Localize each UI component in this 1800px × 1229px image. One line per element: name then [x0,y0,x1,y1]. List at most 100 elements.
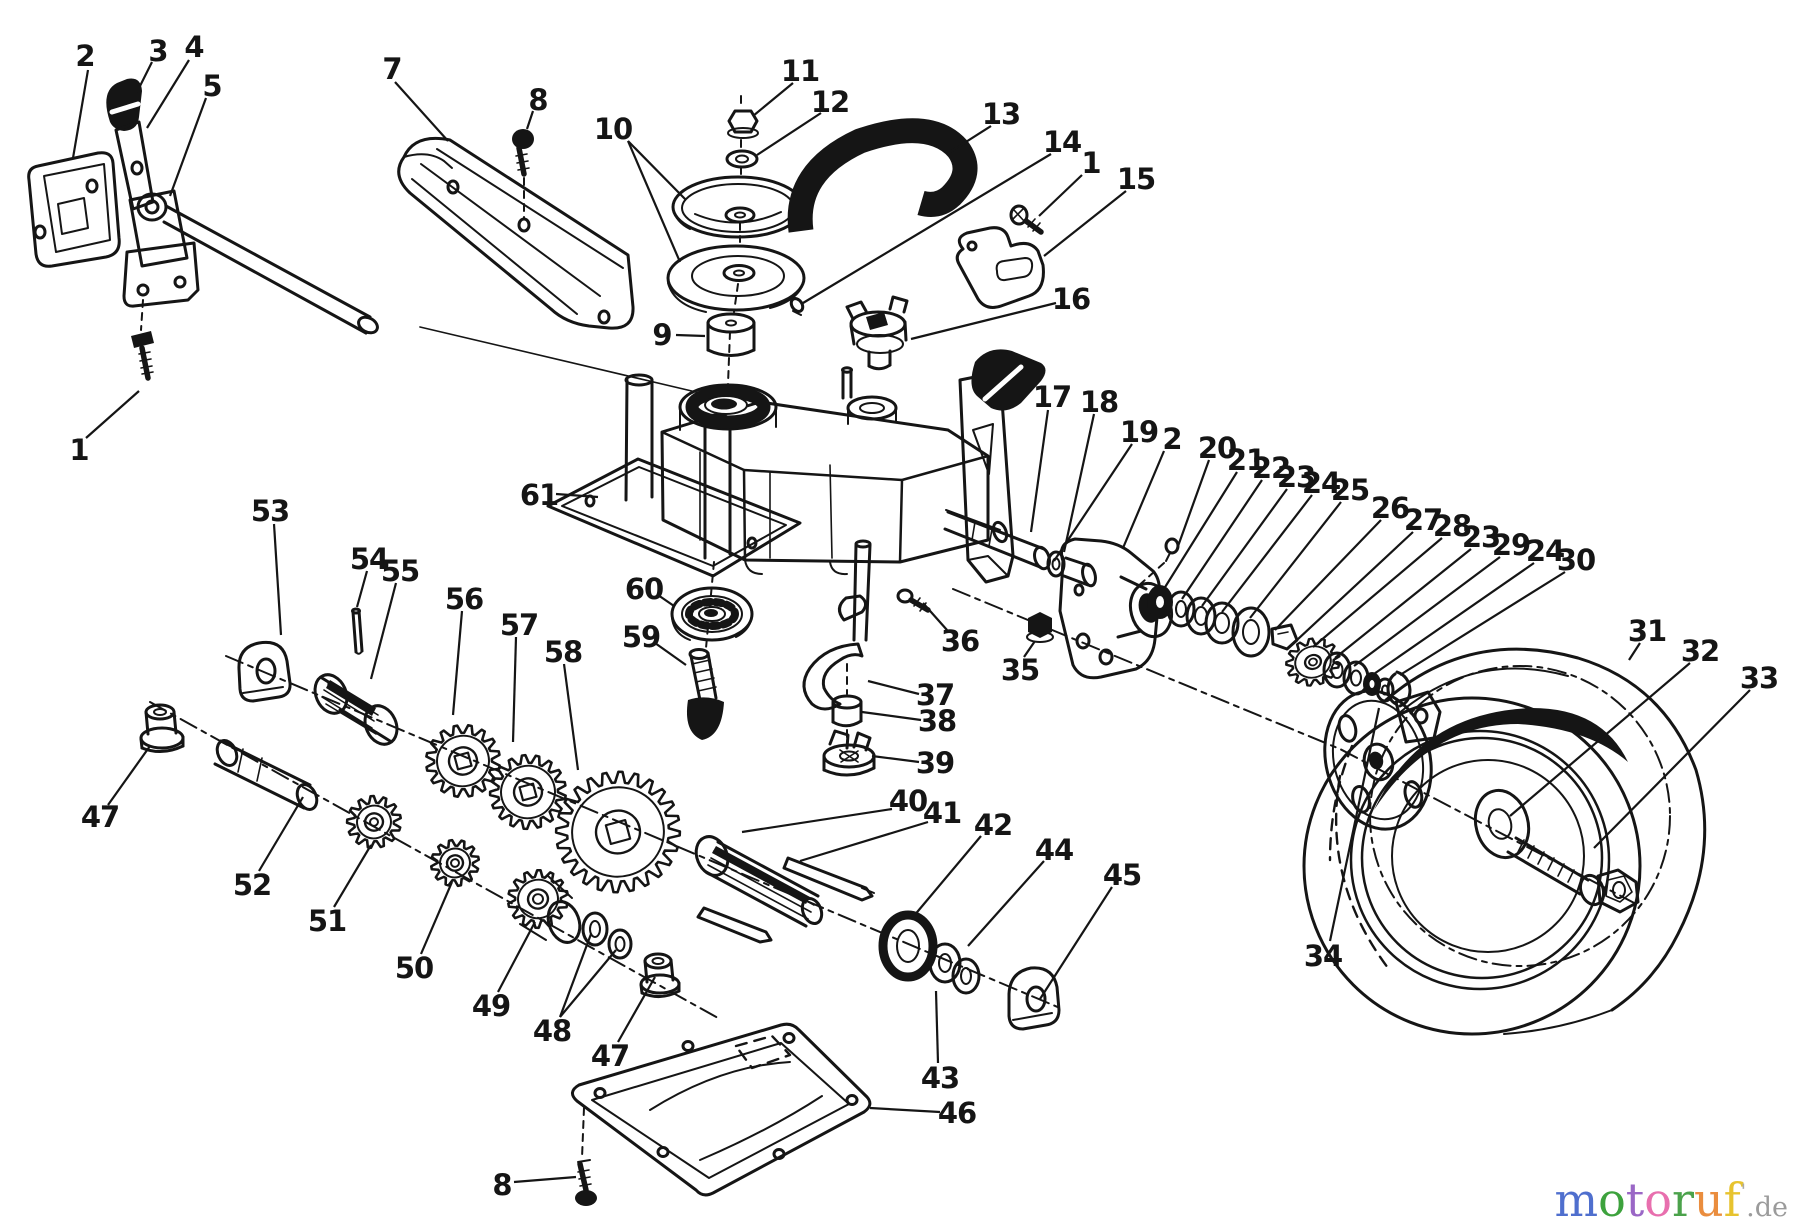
callout-leader-47 [617,976,656,1043]
callout-leader-26 [1274,519,1382,631]
callout-leader-5 [168,97,208,197]
part-callout-34: 34 [1304,939,1342,973]
part-callout-20: 20 [1198,431,1236,465]
callout-leader-43 [934,990,940,1064]
callout-leader-1 [1038,174,1083,217]
part-callout-50: 50 [395,951,433,985]
part-callout-47: 47 [81,800,119,834]
callout-leader-14 [802,153,1052,304]
part-callout-36: 36 [941,624,979,658]
part-callout-1: 1 [1081,146,1100,180]
callout-leader-58 [562,663,580,771]
callout-leader-11 [752,82,794,117]
callout-leader-46 [869,1106,941,1114]
callout-leader-1 [85,390,140,439]
part-callout-21: 21 [1227,443,1265,477]
part-callout-12: 12 [811,85,849,119]
part-callout-48: 48 [533,1014,571,1048]
part-callout-59: 59 [622,620,660,654]
part-callout-8: 8 [528,83,547,117]
gear-artwork [507,868,569,930]
callout-leader-24 [1370,562,1535,677]
callout-leader-33 [1593,689,1751,849]
gear-artwork [488,753,567,831]
motoruf-logo: motoruf'.de [1554,1177,1788,1223]
part-callout-28: 28 [1433,509,1471,543]
callout-leader-16 [910,301,1057,341]
callout-leader-20 [1175,459,1211,550]
part-callout-55: 55 [381,554,419,588]
callout-leader-56 [451,610,464,716]
part-callout-27: 27 [1404,503,1442,537]
callout-leader-49 [497,921,536,993]
callout-leader-59 [654,642,687,666]
callout-leader-28 [1312,537,1443,648]
callout-leader-52 [258,796,304,872]
callout-leader-3 [136,61,153,93]
part-callout-7: 7 [382,52,401,86]
part-callout-24: 24 [1302,466,1340,500]
callout-leader-40 [741,807,893,834]
callout-leader-15 [1043,190,1127,257]
part-callout-47: 47 [591,1039,629,1073]
callout-leader-23 [1201,488,1288,607]
callout-leader-27 [1296,531,1414,641]
callout-leader-31 [1628,642,1641,661]
part-callout-51: 51 [308,904,346,938]
part-callout-3: 3 [148,34,167,68]
part-callout-60: 60 [625,572,663,606]
part-callout-8: 8 [492,1168,511,1202]
part-callout-24: 24 [1526,534,1564,568]
part-callout-39: 39 [916,746,954,780]
part-callout-57: 57 [500,608,538,642]
gears-artwork [345,637,1341,930]
part-callout-2: 2 [75,39,94,73]
callout-leader-13 [946,125,992,155]
callout-leader-4 [146,59,190,129]
callout-leader-7 [394,81,449,142]
callout-leader-60 [657,594,675,607]
callout-leader-29 [1353,556,1501,667]
callout-leader-25 [1249,501,1342,619]
callout-leader-2 [71,69,90,159]
callout-leader-61 [555,492,599,499]
part-callout-2: 2 [1162,422,1181,456]
part-callout-42: 42 [974,808,1012,842]
callout-leader-21 [1161,471,1238,593]
callout-leader-38 [861,710,922,722]
part-callout-37: 37 [916,678,954,712]
part-callout-29: 29 [1492,528,1530,562]
logo-letter: r [1671,1173,1694,1227]
gear-artwork [1285,637,1341,687]
gear-artwork [554,770,682,894]
gear-artwork [425,724,501,798]
callout-leader-8 [525,110,535,130]
part-callout-1: 1 [69,433,88,467]
callout-leader-30 [1399,571,1566,676]
part-callout-54: 54 [350,542,388,576]
part-callout-23: 23 [1462,520,1500,554]
part-callout-52: 52 [233,868,271,902]
part-callout-4: 4 [184,30,203,64]
part-callout-35: 35 [1001,653,1039,687]
callout-leader-55 [369,582,398,680]
part-callout-53: 53 [251,494,289,528]
callout-leader-18 [1062,413,1096,553]
part-callout-56: 56 [445,582,483,616]
callout-leader-39 [871,754,920,764]
part-callout-46: 46 [938,1096,976,1130]
part-callout-22: 22 [1252,451,1290,485]
callout-leader-34 [1328,707,1381,942]
callout-leader-41 [799,820,929,863]
part-callout-15: 15 [1117,162,1155,196]
part-callout-40: 40 [889,784,927,818]
callout-leader-54 [355,570,369,608]
part-callout-14: 14 [1043,125,1081,159]
callout-leader-2 [1121,450,1166,549]
callout-leader-12 [756,112,822,156]
logo-letter: t [1625,1173,1645,1227]
part-callout-58: 58 [544,635,582,669]
gear-artwork [429,838,481,888]
